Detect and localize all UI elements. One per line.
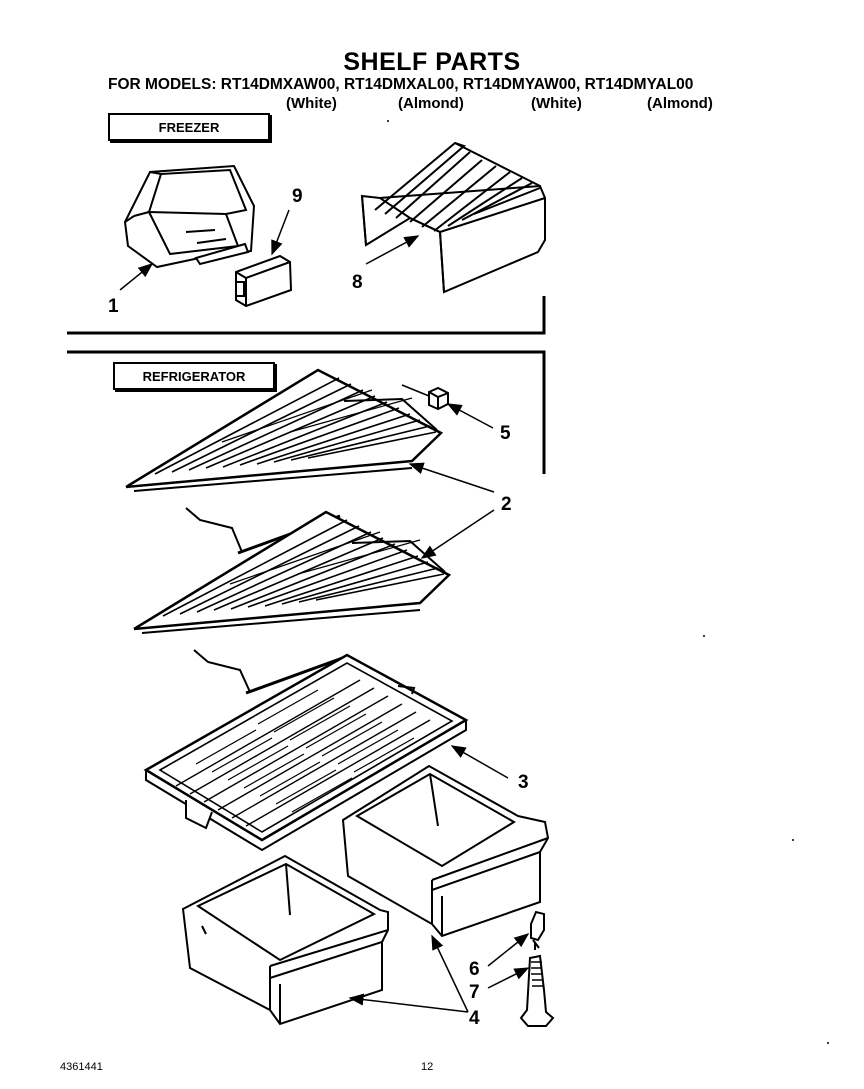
misc-dots	[387, 120, 829, 1044]
callout-1: 1	[108, 296, 119, 317]
callout-6: 6	[469, 959, 480, 980]
freezer-section-label: FREEZER	[108, 113, 270, 141]
model-color-2: (Almond)	[398, 95, 464, 112]
crisper-cover-part-3	[143, 653, 469, 852]
callout-4: 4	[469, 1008, 480, 1029]
callout-9: 9	[292, 186, 303, 207]
callout-3: 3	[518, 772, 529, 793]
crisper-drawer-back-part-4	[341, 764, 550, 938]
freezer-bin-part-1	[123, 164, 256, 269]
callout-5: 5	[500, 423, 511, 444]
page-title: SHELF PARTS	[343, 48, 521, 76]
leader-lines	[119, 209, 530, 1013]
clip-part-9	[235, 254, 293, 308]
shelf-rail-lower	[245, 654, 349, 695]
model-color-1: (White)	[286, 95, 337, 112]
refrigerator-section-label: REFRIGERATOR	[113, 362, 275, 390]
callout-2: 2	[501, 494, 512, 515]
crisper-drawer-front-part-4	[181, 854, 389, 1026]
model-color-3: (White)	[531, 95, 582, 112]
section-dividers	[67, 296, 546, 474]
callout-8: 8	[352, 272, 363, 293]
wire-shelf-lower-part-2	[133, 510, 452, 693]
models-line: FOR MODELS: RT14DMXAW00, RT14DMXAL00, RT…	[108, 76, 694, 93]
model-color-4: (Almond)	[647, 95, 713, 112]
page-number: 12	[421, 1061, 434, 1073]
document-number: 4361441	[60, 1061, 103, 1073]
wire-shelf-upper-part-2	[125, 368, 444, 553]
freezer-shelf-part-8	[360, 141, 546, 294]
foot-part-7	[519, 954, 555, 1027]
plug-part-6	[530, 910, 545, 950]
callout-7: 7	[469, 982, 480, 1003]
connector-part-5	[401, 384, 449, 411]
